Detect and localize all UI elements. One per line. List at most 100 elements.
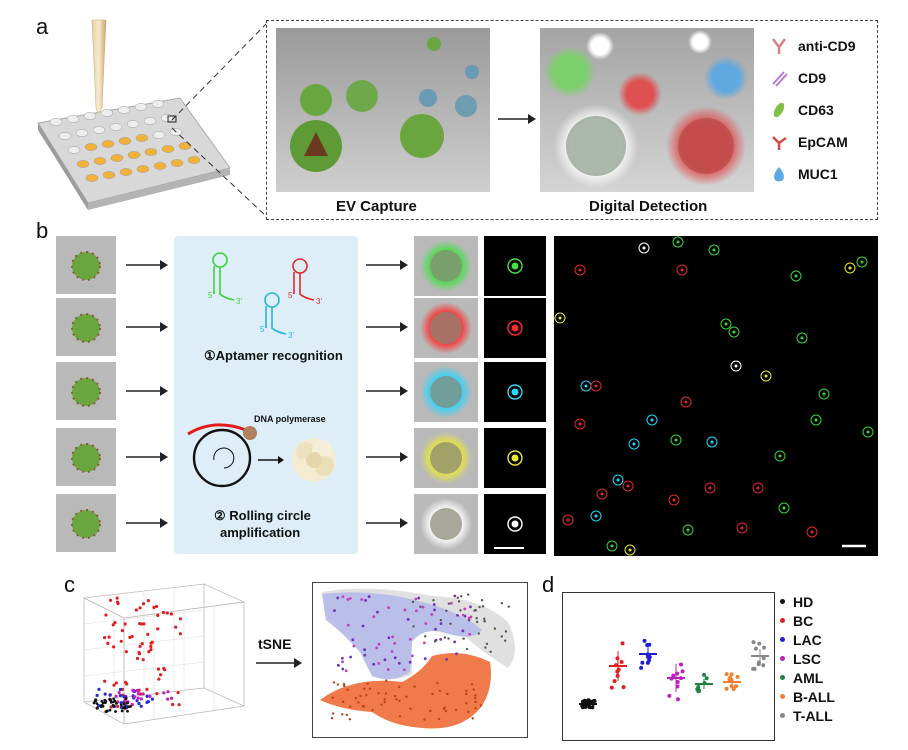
tsne-point xyxy=(475,617,478,620)
aptamer-green xyxy=(212,252,235,301)
tsne-point xyxy=(336,683,340,686)
tsne-point xyxy=(397,661,401,665)
tsne-point xyxy=(459,594,463,598)
scatter-point xyxy=(103,698,107,702)
scatter-point xyxy=(124,650,128,654)
tsne-point xyxy=(423,657,427,661)
scatter-point xyxy=(162,666,166,671)
aptamer-red-3prime: 3' xyxy=(316,297,322,306)
tsne-point xyxy=(473,609,476,612)
tsne-point xyxy=(469,605,472,609)
panel-letter-b: b xyxy=(36,218,49,243)
fluorescent-spot xyxy=(638,242,650,254)
panel-a-dashed-box xyxy=(266,20,878,220)
scatter-point xyxy=(119,639,123,643)
ev-input-tile xyxy=(56,494,116,552)
tsne-point xyxy=(390,650,394,653)
dot-hd xyxy=(586,698,591,703)
input-arrow xyxy=(124,450,168,469)
scatter-point xyxy=(128,635,132,639)
tsne-point xyxy=(395,698,398,701)
tsne-point xyxy=(346,688,349,691)
ev-capture-image xyxy=(276,28,490,192)
tsne-point xyxy=(363,653,367,657)
tsne-point xyxy=(465,701,468,705)
tsne-point xyxy=(478,605,481,609)
scatter-point xyxy=(162,691,166,695)
tsne-point xyxy=(443,636,447,639)
scatter-point xyxy=(104,710,108,714)
dot-hd xyxy=(583,704,588,709)
tsne-point xyxy=(467,710,470,714)
tsne-point xyxy=(445,609,448,613)
tsne-point xyxy=(465,689,468,693)
fluorescent-spot xyxy=(590,380,602,392)
scatter-point xyxy=(123,705,126,708)
fluorescent-spot xyxy=(622,480,634,492)
dot-b-all xyxy=(735,674,740,679)
circular-template xyxy=(192,428,252,488)
dot-t-all xyxy=(761,663,766,668)
scatter-point xyxy=(95,702,99,705)
legend-label: LSC xyxy=(793,650,821,667)
output-arrow xyxy=(364,320,408,339)
tsne-point xyxy=(412,625,415,628)
scatter-point xyxy=(148,694,152,698)
legend-label: HD xyxy=(793,593,814,610)
scatter-point xyxy=(136,691,140,696)
tsne-point xyxy=(375,646,379,650)
tsne-point xyxy=(423,718,426,721)
dot-t-all xyxy=(761,656,766,661)
fluorescent-spot xyxy=(628,438,640,450)
dot-b-all xyxy=(731,687,736,692)
legend-item-anti-cd9: anti-CD9 xyxy=(770,30,874,62)
fluorescent-spot xyxy=(672,236,684,248)
panel-letter-a: a xyxy=(36,14,49,39)
fluorescent-spot xyxy=(736,522,748,534)
tsne-point xyxy=(474,707,477,710)
scatter-point xyxy=(115,600,120,604)
fluorescent-spot xyxy=(778,502,790,514)
scatter-point xyxy=(166,697,170,701)
scatter-point xyxy=(138,606,142,610)
tsne-point xyxy=(371,708,374,712)
scatter-point xyxy=(112,683,116,687)
tsne-point xyxy=(475,620,479,624)
legend-item-epcam: EpCAM xyxy=(770,126,874,158)
scatter-point xyxy=(139,697,143,701)
tsne-point xyxy=(364,598,367,602)
tsne-point xyxy=(348,597,352,600)
plate-wells xyxy=(49,100,201,182)
tsne-point xyxy=(431,692,434,696)
dot-b-all xyxy=(724,672,729,677)
fluorescent-spot xyxy=(774,450,786,462)
dot-aml xyxy=(696,688,701,693)
scatter-point xyxy=(112,645,116,649)
scatter-point xyxy=(147,649,151,654)
output-arrow xyxy=(364,258,408,277)
scatter-point xyxy=(118,687,123,692)
scatter-point xyxy=(114,681,118,685)
legend-dot xyxy=(780,637,785,642)
tsne-point xyxy=(367,595,371,599)
step1-label: ①Aptamer recognition xyxy=(204,348,343,363)
fluorescent-spot xyxy=(562,514,574,526)
scatter-point xyxy=(102,635,107,640)
tsne-point xyxy=(344,669,348,673)
tsne-point xyxy=(493,627,497,630)
scatter-point xyxy=(145,700,149,705)
scatter-point xyxy=(134,608,138,612)
legend-label: B-ALL xyxy=(793,688,835,705)
aptamer-red xyxy=(292,258,315,301)
fluorescent-spot xyxy=(818,388,830,400)
legend-label: T-ALL xyxy=(793,707,833,724)
fluorescent-spot xyxy=(862,426,874,438)
tsne-point xyxy=(354,696,358,700)
tsne-point xyxy=(377,662,381,665)
fluorescent-spot xyxy=(606,540,618,552)
digital-detection-label: Digital Detection xyxy=(589,198,708,215)
tsne-point xyxy=(336,596,340,600)
tsne-point xyxy=(469,615,473,619)
scatter-point xyxy=(109,698,112,702)
